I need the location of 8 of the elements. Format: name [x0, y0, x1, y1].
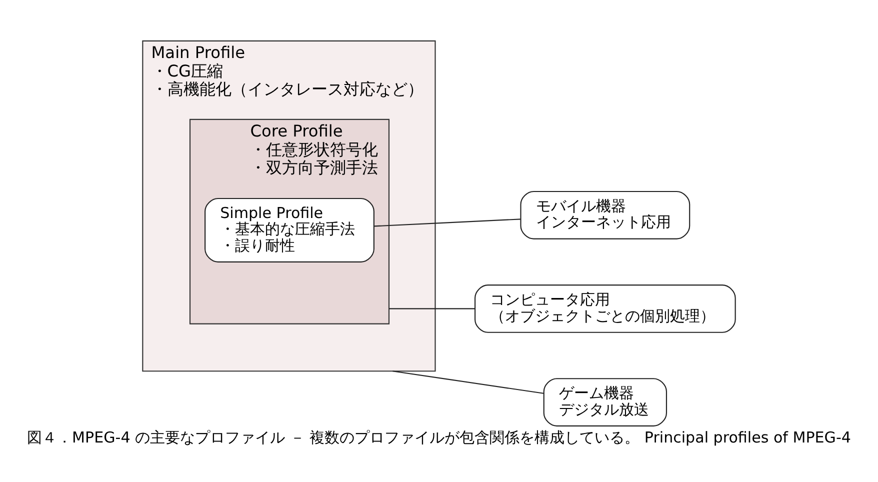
node-box: ゲーム機器 デジタル放送	[543, 378, 668, 426]
node-box: モバイル機器 インターネット応用	[520, 190, 690, 239]
node-box: Simple Profile ・基本的な圧縮手法 ・誤り耐性	[204, 197, 374, 262]
connector	[374, 218, 521, 226]
connector	[392, 370, 544, 394]
node-box: コンピュータ応用 （オブジェクトごとの個別処理）	[474, 284, 736, 332]
connector	[388, 308, 475, 309]
caption: 図４．MPEG-4 の主要なプロファイル － 複数のプロファイルが包含関係を構成している。 Principal profiles of MPEG-4	[27, 428, 851, 446]
